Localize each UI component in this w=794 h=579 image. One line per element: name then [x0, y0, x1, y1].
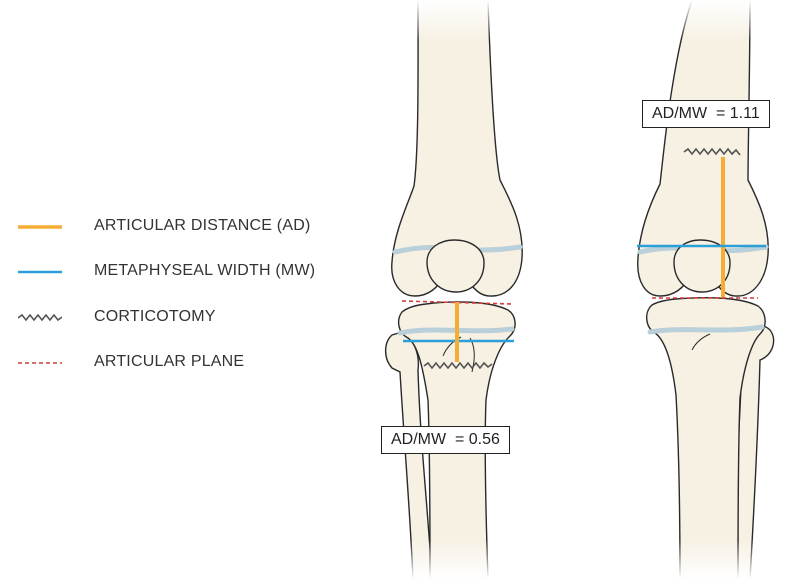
legend-label: ARTICULAR PLANE	[94, 353, 245, 370]
right-knee	[637, 0, 775, 579]
legend-item-metaphyseal-width: METAPHYSEAL WIDTH (MW)	[18, 259, 315, 283]
left-articular-plane	[401, 300, 513, 305]
articular-distance-swatch	[18, 220, 62, 232]
legend-label: METAPHYSEAL WIDTH (MW)	[94, 262, 316, 279]
legend-label: CORTICOTOMY	[94, 308, 216, 325]
legend-item-corticotomy: CORTICOTOMY	[17, 305, 216, 329]
left-corticotomy	[423, 361, 493, 370]
metaphyseal-width-swatch	[18, 265, 62, 277]
right-tibial-physis	[647, 324, 765, 335]
left-patella	[426, 239, 485, 293]
left-knee	[384, 0, 523, 579]
corticotomy-swatch	[17, 311, 63, 323]
left-ratio-label: AD/MW = 0.56	[381, 426, 510, 454]
right-corticotomy	[683, 147, 741, 156]
articular-plane-swatch	[18, 356, 62, 368]
right-tibia	[646, 297, 766, 579]
right-ratio-label: AD/MW = 1.11	[642, 100, 770, 128]
legend-item-articular-plane: ARTICULAR PLANE	[18, 350, 244, 374]
left-tibial-physis	[397, 326, 515, 336]
legend-label: ARTICULAR DISTANCE (AD)	[94, 217, 311, 234]
left-fibula	[384, 331, 433, 579]
right-patella	[673, 239, 731, 293]
legend-item-articular-distance: ARTICULAR DISTANCE (AD)	[18, 214, 310, 238]
